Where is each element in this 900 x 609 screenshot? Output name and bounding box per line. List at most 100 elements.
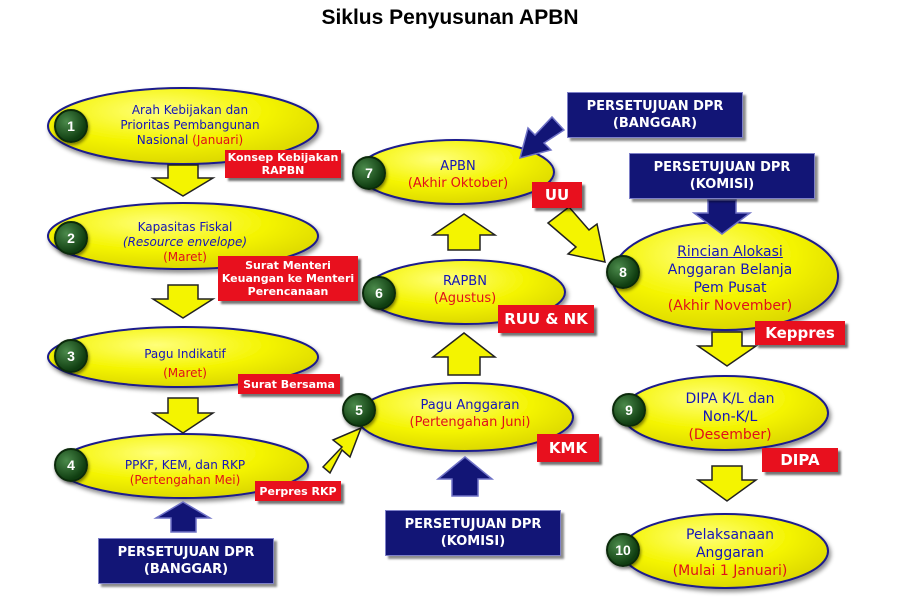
stage-1-number: 1 xyxy=(54,109,88,143)
stage-1-text: Arah Kebijakan dan Prioritas Pembangunan… xyxy=(100,103,280,148)
approval-arrows xyxy=(153,115,753,533)
doc-ruu-line-1: RUU & NK xyxy=(504,309,588,328)
approval-arrow-to-4 xyxy=(153,501,213,533)
doc-keppres-line-1: Keppres xyxy=(765,323,835,342)
doc-surat-menteri-line-2: Keuangan ke Menteri xyxy=(221,272,355,285)
stage-10-line-2: Anggaran xyxy=(695,545,764,561)
arrow-4-to-5 xyxy=(321,426,363,475)
stage-10-text: Pelaksanaan Anggaran (Mulai 1 Januari) xyxy=(650,526,810,580)
stage-9-line-2: Non-K/L xyxy=(702,409,758,425)
diagram-title: Siklus Penyusunan APBN xyxy=(321,6,579,29)
stage-2-line-1: Kapasitas Fiskal xyxy=(137,220,233,234)
stage-3-period: (Maret) xyxy=(163,366,207,380)
stage-7-line-1: APBN xyxy=(440,159,476,174)
approval-komisi-top: PERSETUJUAN DPR (KOMISI) xyxy=(629,153,815,199)
flow-arrows xyxy=(150,164,759,502)
stage-8-line-2: Anggaran Belanja xyxy=(667,262,793,278)
doc-uu: UU xyxy=(532,182,582,208)
doc-konsep-kebijakan: Konsep Kebijakan RAPBN xyxy=(225,150,341,178)
stage-9-number: 9 xyxy=(612,393,646,427)
arrow-1-to-2 xyxy=(150,164,216,197)
stage-8-line-3: Pem Pusat xyxy=(693,280,767,296)
doc-perpres-rkp: Perpres RKP xyxy=(255,481,341,501)
stage-4-text: PPKF, KEM, dan RKP (Pertengahan Mei) xyxy=(100,458,270,488)
doc-keppres: Keppres xyxy=(755,321,845,345)
stage-10-number: 10 xyxy=(606,533,640,567)
arrow-7-to-8 xyxy=(546,205,606,263)
approval-1-line-1: PERSETUJUAN DPR xyxy=(117,545,255,560)
stage-4-number: 4 xyxy=(54,448,88,482)
doc-surat-bersama-line-1: Surat Bersama xyxy=(243,377,335,391)
doc-surat-menteri-line-1: Surat Menteri xyxy=(245,259,331,272)
stage-7-number: 7 xyxy=(352,156,386,190)
doc-surat-bersama: Surat Bersama xyxy=(238,374,340,394)
stage-6-number: 6 xyxy=(362,276,396,310)
stage-2-line-2: (Resource envelope) xyxy=(122,235,248,249)
stage-2-text: Kapasitas Fiskal (Resource envelope) (Ma… xyxy=(100,220,270,265)
stage-3-number: 3 xyxy=(54,339,88,373)
arrow-2-to-3 xyxy=(150,284,216,319)
arrow-3-to-4 xyxy=(150,397,216,434)
doc-perpres-line-1: Perpres RKP xyxy=(259,484,337,498)
doc-kmk-line-1: KMK xyxy=(548,438,588,457)
stage-7-period: (Akhir Oktober) xyxy=(407,176,509,191)
approval-2-line-1: PERSETUJUAN DPR xyxy=(404,517,542,532)
stage-1-line-3-wrap: Nasional (Januari) xyxy=(100,133,280,148)
stage-8-text: Rincian Alokasi Anggaran Belanja Pem Pus… xyxy=(640,243,820,315)
stage-4-period: (Pertengahan Mei) xyxy=(129,473,241,487)
approval-komisi-bottom: PERSETUJUAN DPR (KOMISI) xyxy=(385,510,561,556)
approval-arrow-to-5 xyxy=(435,456,495,497)
approval-4-line-1: PERSETUJUAN DPR xyxy=(653,160,791,175)
stage-9-period: (Desember) xyxy=(688,427,772,443)
stage-8-period: (Akhir November) xyxy=(667,298,793,314)
doc-dipa-line-1: DIPA xyxy=(780,450,820,469)
doc-ruu-nk: RUU & NK xyxy=(498,305,594,333)
approval-banggar-top: PERSETUJUAN DPR (BANGGAR) xyxy=(567,92,743,138)
approval-3-line-2: (BANGGAR) xyxy=(612,116,698,131)
arrow-5-to-6 xyxy=(430,332,498,376)
stage-5-line-1: Pagu Anggaran xyxy=(420,398,520,413)
approval-3-line-1: PERSETUJUAN DPR xyxy=(586,99,724,114)
doc-surat-menteri: Surat Menteri Keuangan ke Menteri Perenc… xyxy=(218,256,358,301)
stage-8-line-1: Rincian Alokasi xyxy=(677,244,783,260)
approval-arrow-to-8 xyxy=(691,199,753,235)
doc-uu-line-1: UU xyxy=(544,185,570,204)
stage-1-line-1: Arah Kebijakan dan xyxy=(131,103,249,117)
stage-4-line-1: PPKF, KEM, dan RKP xyxy=(124,458,246,472)
stage-3-text: Pagu Indikatif (Maret) xyxy=(100,347,270,381)
stage-5-number: 5 xyxy=(342,393,376,427)
stage-1-line-3: Nasional xyxy=(136,133,189,147)
stage-10-period: (Mulai 1 Januari) xyxy=(672,563,788,579)
arrow-9-to-10 xyxy=(695,465,759,502)
stage-9-line-1: DIPA K/L dan xyxy=(685,391,775,407)
approval-2-line-2: (KOMISI) xyxy=(440,534,506,549)
stage-8-number: 8 xyxy=(606,255,640,289)
stage-6-period: (Agustus) xyxy=(433,291,497,306)
doc-surat-menteri-line-3: Perencanaan xyxy=(247,285,329,298)
arrow-8-to-9 xyxy=(695,331,759,367)
approval-4-line-2: (KOMISI) xyxy=(689,177,755,192)
doc-dipa: DIPA xyxy=(762,448,838,472)
stage-1-line-2: Prioritas Pembangunan xyxy=(120,118,260,132)
stage-7-text: APBN (Akhir Oktober) xyxy=(383,158,533,192)
stage-2-number: 2 xyxy=(54,221,88,255)
approval-arrow-to-7 xyxy=(518,115,566,160)
stage-3-ellipse xyxy=(47,326,319,388)
doc-kmk: KMK xyxy=(537,434,599,462)
stage-2-ellipse xyxy=(47,202,319,270)
approval-banggar-bottom: PERSETUJUAN DPR (BANGGAR) xyxy=(98,538,274,584)
stage-2-period: (Maret) xyxy=(163,250,207,264)
stage-6-line-1: RAPBN xyxy=(443,274,487,289)
stage-5-text: Pagu Anggaran (Pertengahan Juni) xyxy=(385,397,555,431)
doc-konsep-line-1: Konsep Kebijakan xyxy=(227,151,339,164)
stage-9-text: DIPA K/L dan Non-K/L (Desember) xyxy=(650,390,810,444)
stage-5-period: (Pertengahan Juni) xyxy=(409,415,531,430)
stage-1-ellipse xyxy=(47,87,319,165)
stage-6-text: RAPBN (Agustus) xyxy=(395,273,535,307)
stage-1-period: (Januari) xyxy=(192,133,244,147)
approval-1-line-2: (BANGGAR) xyxy=(143,562,229,577)
stage-10-line-1: Pelaksanaan xyxy=(686,527,774,543)
stage-3-line-1: Pagu Indikatif xyxy=(144,347,226,361)
arrow-6-to-7 xyxy=(430,213,498,251)
